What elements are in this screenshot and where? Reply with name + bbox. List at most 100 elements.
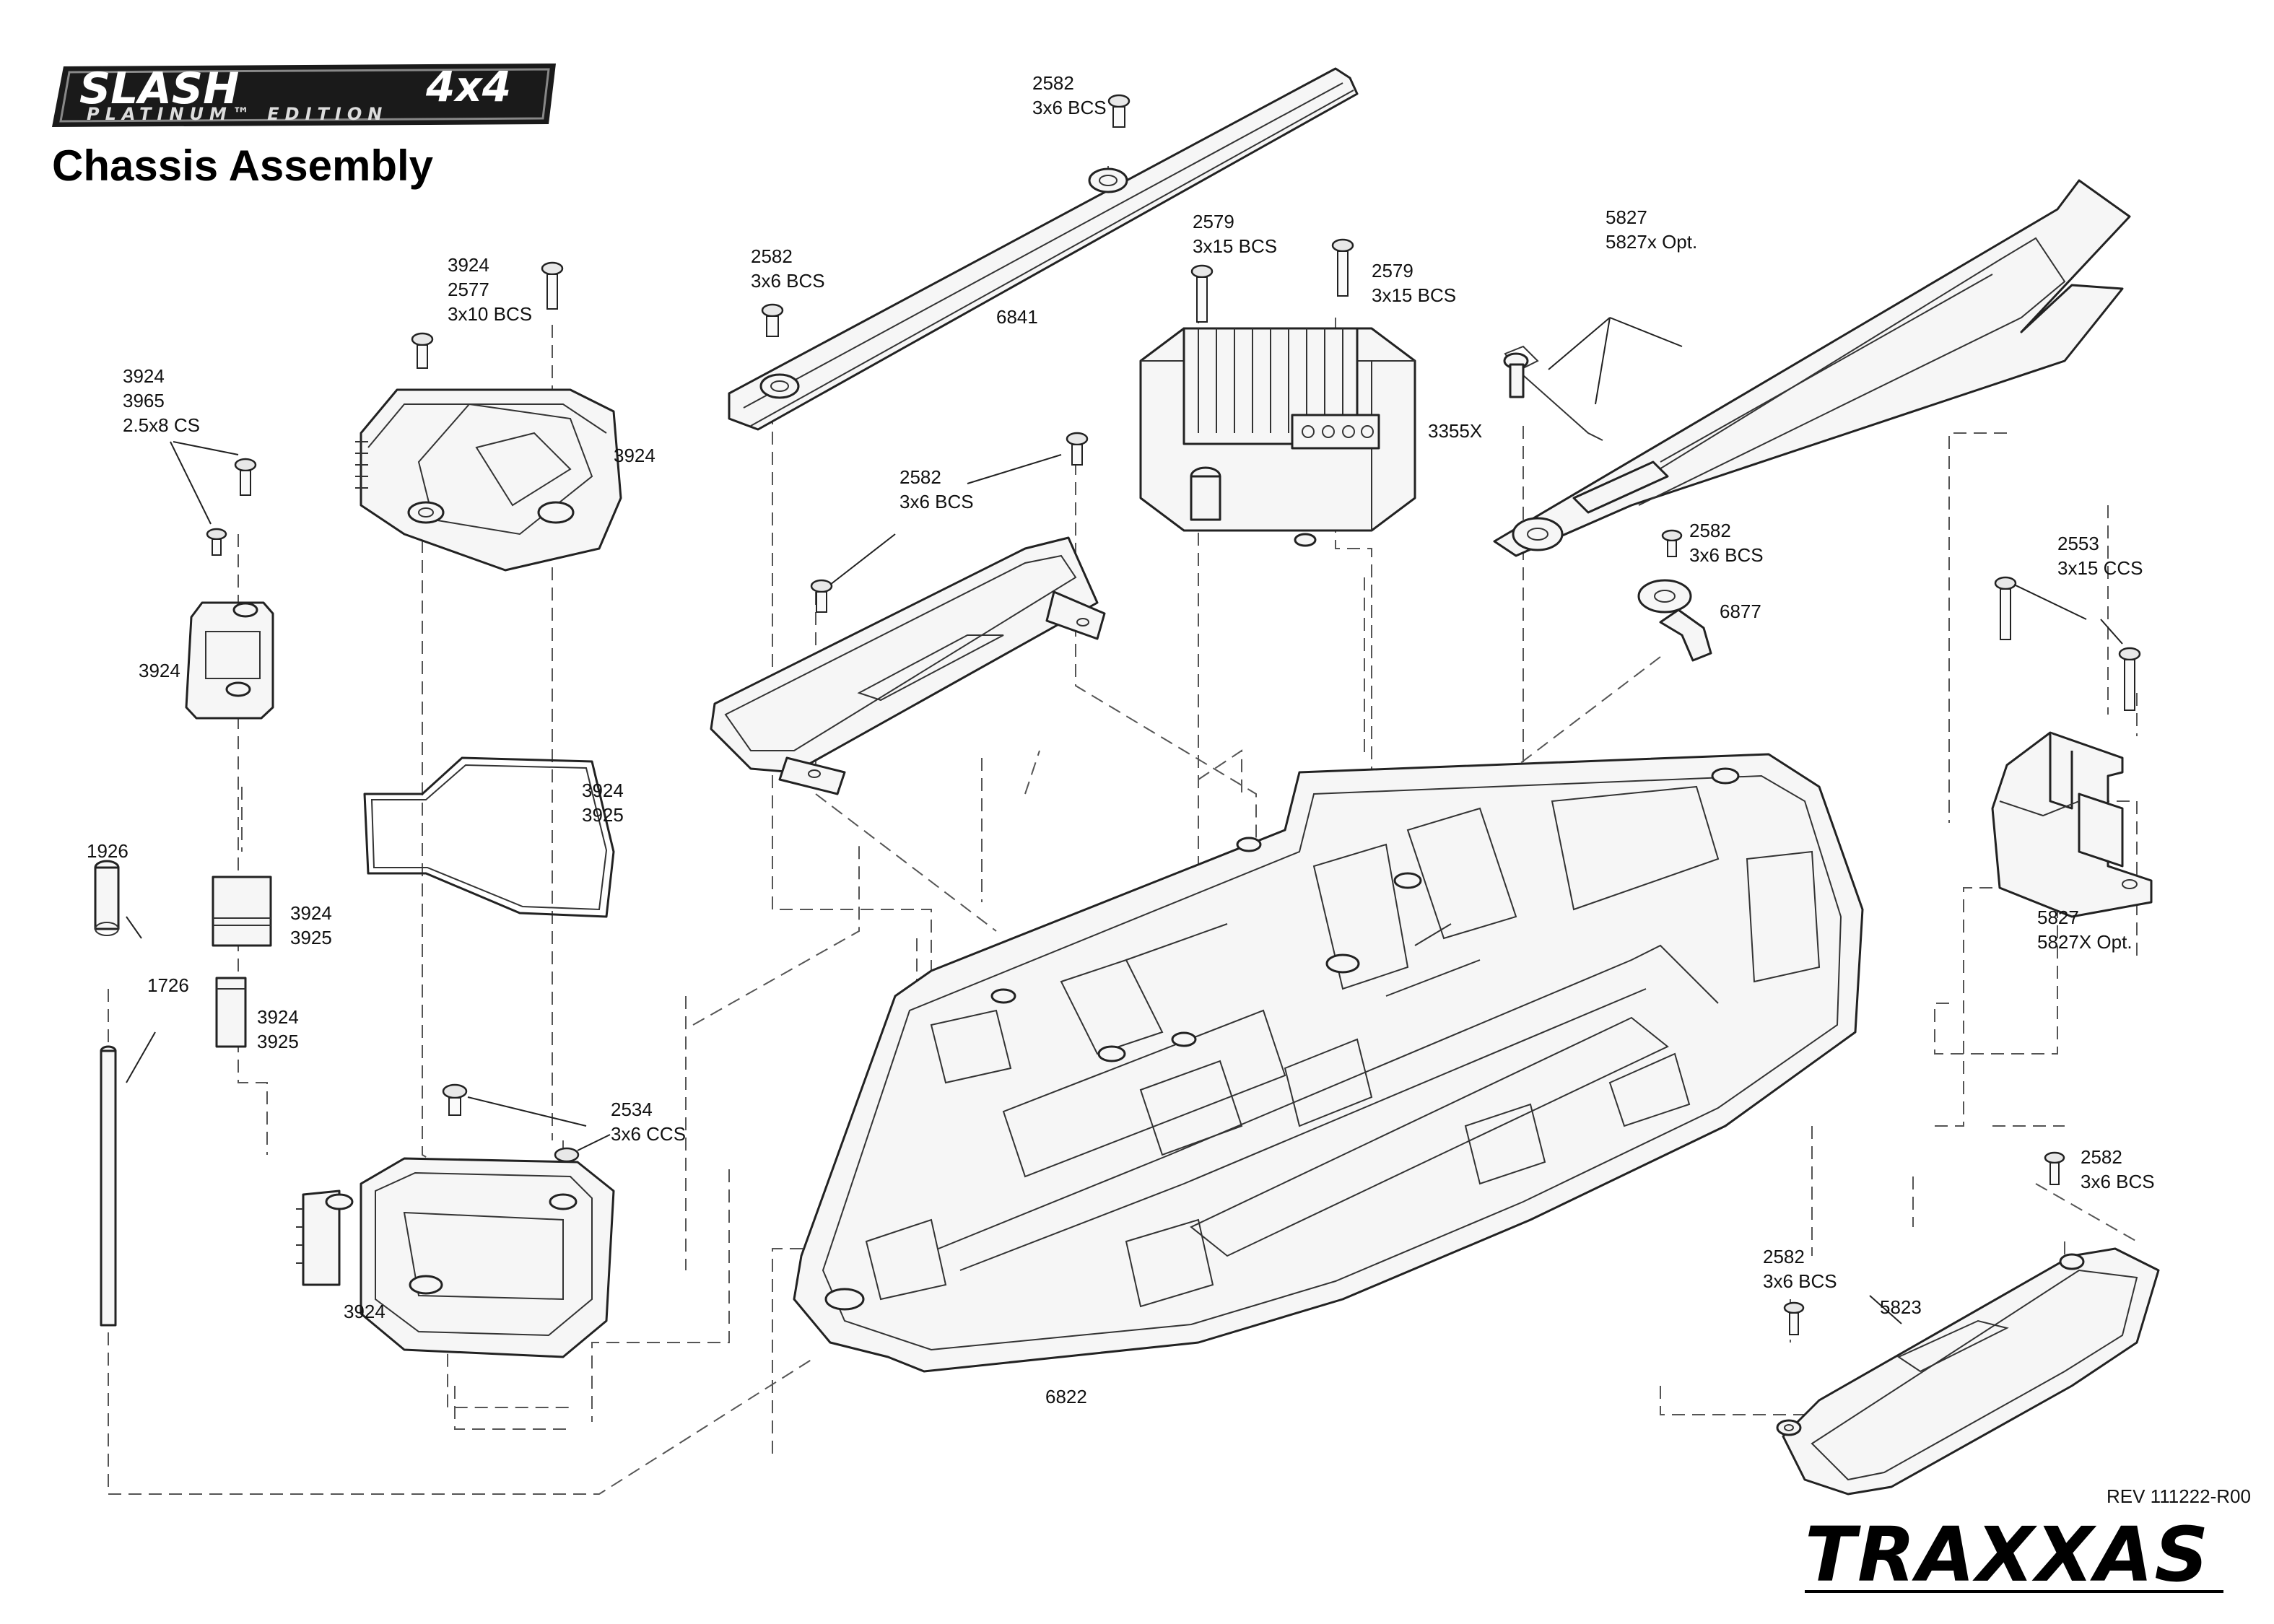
callout-battery-hold-screw: 2582 3x6 BCS [899,466,974,512]
esc-3355x [1139,327,1416,547]
callout-bumper-screw-right: 2582 3x6 BCS [2081,1146,2155,1192]
svg-text:2582: 2582 [1689,520,1731,541]
antenna-crimp-1926 [94,860,120,936]
clip-3924 [185,601,274,720]
screw-2582-bumper-right [2044,1151,2065,1185]
svg-text:3924: 3924 [582,780,624,801]
callout-bumper: 5823 [1880,1296,1922,1318]
svg-text:3x6 BCS: 3x6 BCS [2081,1171,2155,1192]
svg-text:2579: 2579 [1372,260,1413,281]
screw-2553-right [2118,647,2141,711]
callout-receiver-box-cover: 3924 [614,445,655,466]
svg-text:3925: 3925 [582,804,624,826]
logo-4x4-text: 4x4 [425,62,511,111]
rear-brace-5827 [1493,179,2131,557]
screw-2582-post [1661,529,1683,557]
callout-antenna-tube: 1726 [147,974,189,996]
screw-3965-lower [206,528,227,556]
svg-text:3x15 CCS: 3x15 CCS [2057,557,2143,579]
callout-esc-screw-left: 2579 3x15 BCS [1193,211,1277,257]
svg-text:2.5x8 CS: 2.5x8 CS [123,414,200,436]
svg-text:3x6 BCS: 3x6 BCS [899,491,974,512]
svg-text:3965: 3965 [123,390,165,411]
bumper-5823 [1776,1247,2160,1496]
svg-text:2582: 2582 [1032,72,1074,94]
screw-2582-battery [1066,432,1089,466]
svg-text:2577: 2577 [448,279,489,300]
callout-antenna-crimp: 1926 [87,840,128,862]
brace-6841 [728,67,1359,431]
callout-box-screws: 2534 3x6 CCS [611,1099,686,1145]
callout-post: 6877 [1720,601,1761,622]
callout-stop-screws: 2553 3x15 CCS [2057,533,2143,579]
leader-lines [126,317,2123,1324]
seal-a-3924 [212,876,272,947]
logo-edition-text: PLATINUM™ EDITION [87,104,388,124]
callout-brace: 6841 [996,306,1038,328]
svg-text:3x6 BCS: 3x6 BCS [1032,97,1107,118]
svg-text:2582: 2582 [751,245,793,267]
chassis-6822 [793,753,1864,1373]
callout-rear-mount: 5827 5827X Opt. [2037,907,2133,953]
screw-2582-bumper-left [1783,1301,1805,1335]
screw-3965-upper [234,458,257,496]
callout-receiver-box-screws: 3924 2577 3x10 BCS [448,254,532,325]
callout-esc: 3355X [1428,420,1482,442]
svg-text:2553: 2553 [2057,533,2099,554]
callout-bumper-screw-left: 2582 3x6 BCS [1763,1246,1837,1292]
receiver-box-cover [355,388,622,572]
screw-2534-left [442,1083,468,1116]
svg-text:3925: 3925 [290,927,332,948]
svg-text:3x6 CCS: 3x6 CCS [611,1123,686,1145]
screw-2582-battery-left [810,579,833,613]
svg-text:5827: 5827 [2037,907,2079,928]
callout-post-screw: 2582 3x6 BCS [1689,520,1764,566]
svg-text:3x15 BCS: 3x15 BCS [1193,235,1277,257]
svg-text:3924: 3924 [290,902,332,924]
callout-esc-screw-right: 2579 3x15 BCS [1372,260,1456,306]
svg-text:3x6 BCS: 3x6 BCS [1763,1270,1837,1292]
callout-receiver-box: 3924 [344,1301,385,1322]
callout-labels: 2582 3x6 BCS 2582 3x6 BCS 6841 2579 3x15… [87,72,2155,1407]
screw-2577-lower [411,332,434,369]
callout-gasket: 3924 3925 [582,780,624,826]
screw-2577-upper [541,261,564,310]
callout-chassis: 6822 [1045,1386,1087,1407]
svg-text:3x10 BCS: 3x10 BCS [448,303,532,325]
callout-seal-a: 3924 3925 [290,902,332,948]
svg-text:2582: 2582 [899,466,941,488]
seal-b-3924 [215,977,247,1048]
traxxas-logo-text: TRAXXAS [1805,1511,2210,1599]
callout-rear-brace: 5827 5827x Opt. [1606,206,1697,253]
svg-text:2534: 2534 [611,1099,653,1120]
svg-text:5827x Opt.: 5827x Opt. [1606,231,1697,253]
svg-text:3924: 3924 [123,365,165,387]
svg-text:2579: 2579 [1193,211,1234,232]
slash-4x4-logo: SLASH 4x4 PLATINUM™ EDITION [52,62,556,127]
antenna-tube-1726 [100,1045,117,1327]
svg-text:3x6 BCS: 3x6 BCS [751,270,825,292]
page-title: Chassis Assembly [52,141,434,190]
receiver-box-3924 [296,1157,615,1358]
screw-2579-right [1331,238,1354,297]
rear-mount-5827 [1991,731,2153,918]
svg-text:2582: 2582 [1763,1246,1805,1267]
callout-clip: 3924 [139,660,180,681]
screw-2579-left [1190,264,1214,323]
callout-clip-screws: 3924 3965 2.5x8 CS [123,365,200,436]
screw-2553-left [1994,576,2017,640]
svg-text:2582: 2582 [2081,1146,2122,1168]
traxxas-logo: TRAXXAS [1805,1511,2223,1599]
post-6877 [1637,579,1712,662]
svg-text:5827: 5827 [1606,206,1647,228]
screw-2582-top [1107,94,1131,128]
screws [206,94,2141,1335]
svg-text:5827X Opt.: 5827X Opt. [2037,931,2133,953]
logo-main-text: SLASH [79,64,239,114]
callout-screw-top-center: 2582 3x6 BCS [1032,72,1107,118]
gasket-3924 [363,756,615,918]
svg-text:3925: 3925 [257,1031,299,1052]
svg-text:3924: 3924 [257,1006,299,1028]
svg-text:3x6 BCS: 3x6 BCS [1689,544,1764,566]
